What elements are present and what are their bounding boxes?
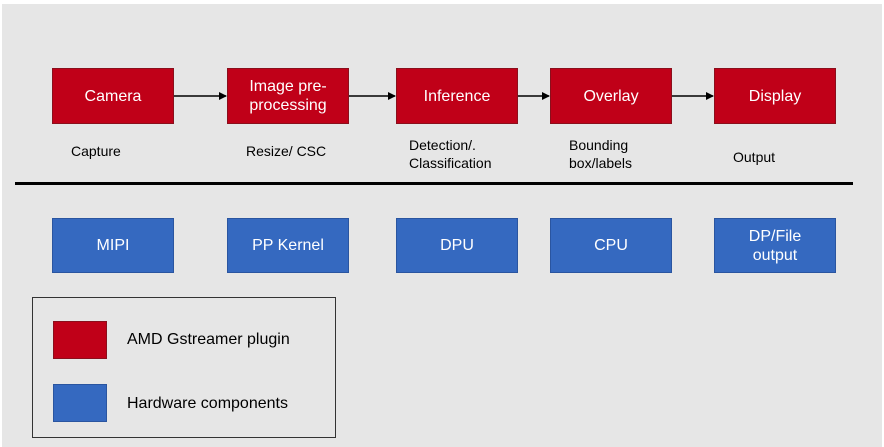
stage-overlay: Overlay xyxy=(550,68,672,124)
stage-display-label: Display xyxy=(748,87,802,105)
legend-plugin-label: AMD Gstreamer plugin xyxy=(127,331,290,348)
stage-inference-label: Inference xyxy=(423,87,491,105)
hw-mipi: MIPI xyxy=(52,218,174,273)
stage-display: Display xyxy=(714,68,836,124)
hw-dp-file-output: DP/File output xyxy=(714,218,836,273)
legend: AMD Gstreamer plugin Hardware components xyxy=(32,297,336,438)
stage-image-preprocessing: Image pre-processing xyxy=(227,68,349,124)
section-divider xyxy=(15,182,853,185)
stage-image-preprocessing-label: Image pre-processing xyxy=(249,78,327,114)
stage-inference: Inference xyxy=(396,68,518,124)
hw-cpu: CPU xyxy=(550,218,672,273)
hw-dpu-label: DPU xyxy=(440,237,474,254)
legend-plugin-swatch xyxy=(53,321,107,359)
hw-pp-kernel-label: PP Kernel xyxy=(252,237,324,254)
hw-mipi-label: MIPI xyxy=(96,237,130,254)
stage-overlay-label: Overlay xyxy=(583,87,639,105)
caption-detection-classification: Detection/. Classification xyxy=(409,137,492,171)
hw-pp-kernel: PP Kernel xyxy=(227,218,349,273)
hw-cpu-label: CPU xyxy=(594,237,628,254)
hw-dp-file-output-label: DP/File output xyxy=(748,227,802,264)
legend-hardware-label: Hardware components xyxy=(127,395,288,412)
stage-camera-label: Camera xyxy=(84,87,142,105)
hw-dpu: DPU xyxy=(396,218,518,273)
stage-camera: Camera xyxy=(52,68,174,124)
caption-resize-csc: Resize/ CSC xyxy=(246,143,327,159)
caption-capture: Capture xyxy=(71,143,121,159)
caption-bounding-box-labels: Bounding box/labels xyxy=(569,137,633,171)
legend-hardware-swatch xyxy=(53,384,107,422)
caption-output: Output xyxy=(733,149,776,165)
